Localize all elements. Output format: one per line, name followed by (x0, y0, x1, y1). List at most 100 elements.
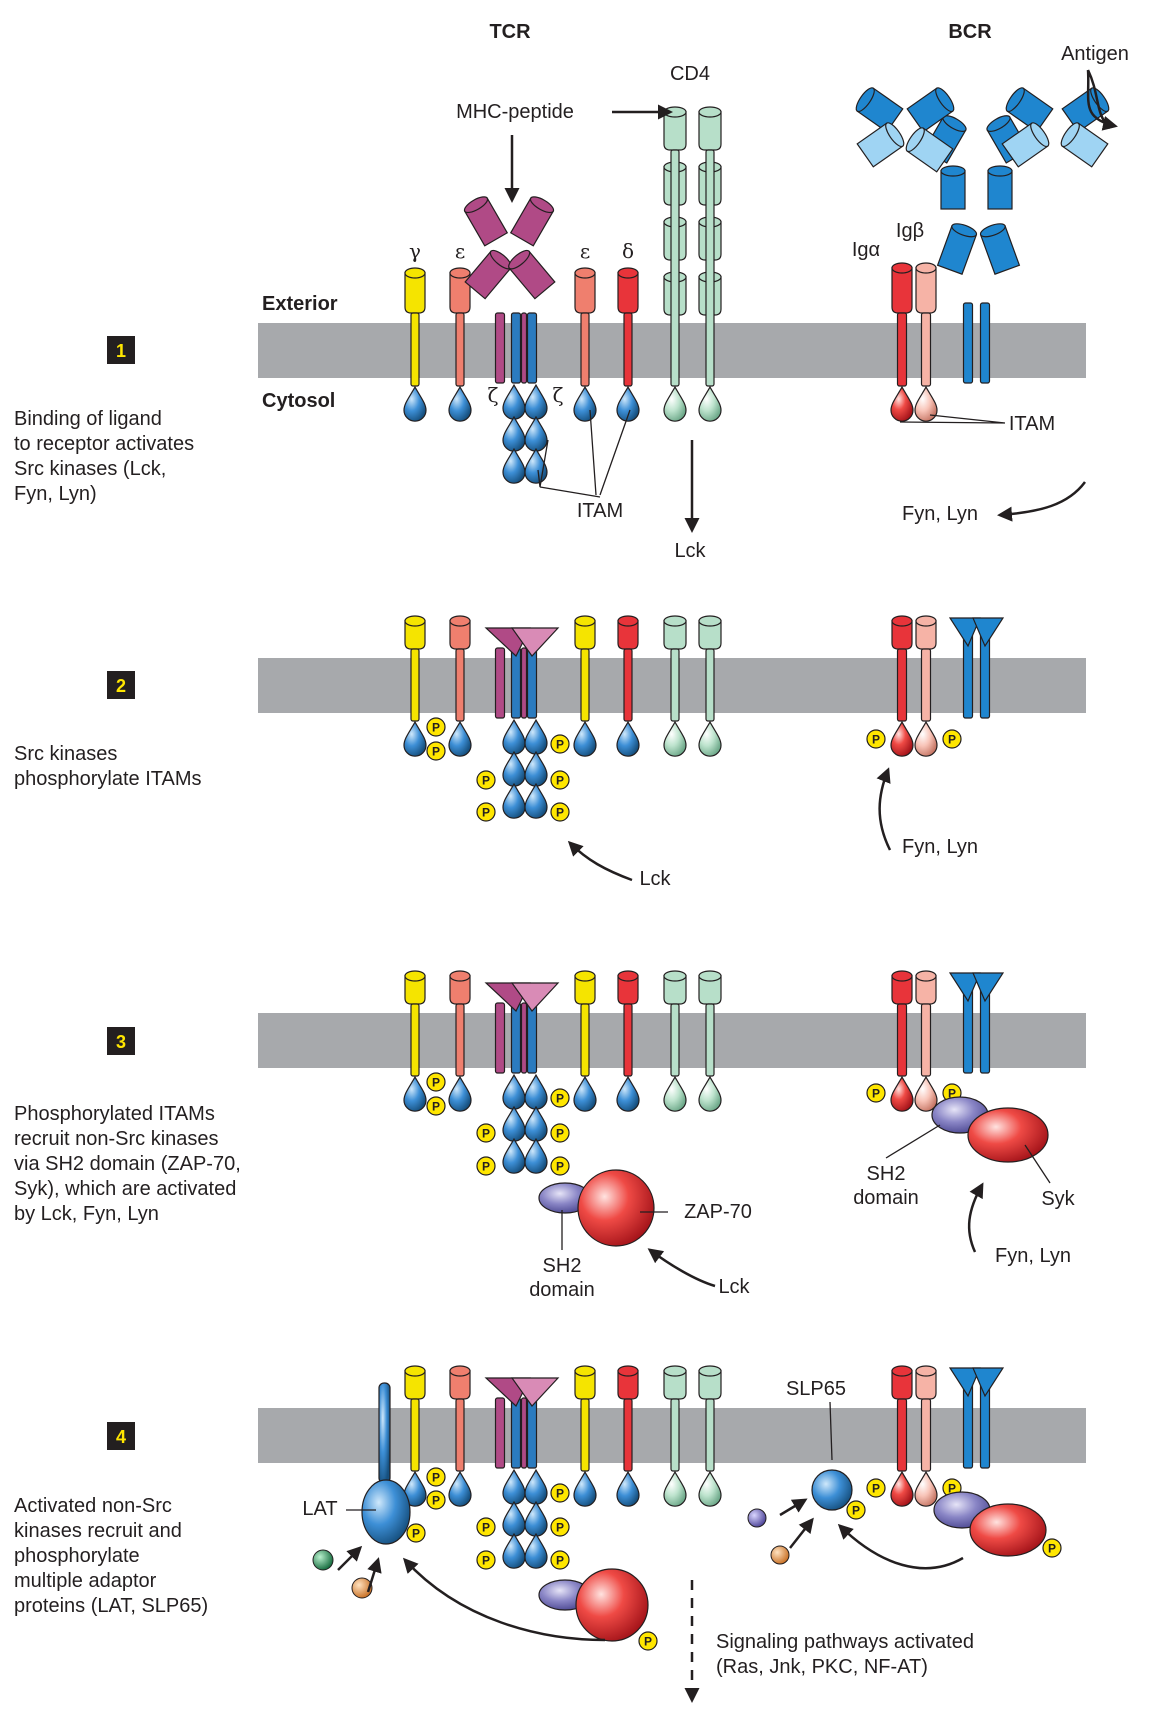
cd4-domain-top (663, 1365, 687, 1377)
step-4-description-line: Activated non-Src (14, 1495, 172, 1517)
bcr-header: BCR (948, 21, 992, 43)
phosphate-label: P (556, 1554, 564, 1568)
cd4-domain (663, 1370, 687, 1400)
epsilon-head (449, 620, 471, 650)
antibody-stub (948, 972, 981, 1003)
step-1-description-line: Src kinases (Lck, (14, 458, 166, 480)
antibody-constant-body (987, 170, 1013, 210)
ig-alpha-head-top (891, 262, 913, 274)
antibody-light-cap (885, 122, 905, 148)
antibody-variable-cap (935, 87, 955, 113)
zeta-itam (524, 782, 548, 819)
delta-head-top (617, 615, 639, 627)
tcr-alpha-tm (494, 312, 506, 384)
slp65-phosphate (846, 1500, 866, 1520)
cd4-domain-top (698, 1365, 722, 1377)
delta-itam (616, 1470, 640, 1507)
cd4-domain-top (698, 615, 722, 627)
step-2-description-line: phosphorylate ITAMs (14, 768, 202, 790)
epsilon-label-1: ε (455, 239, 465, 263)
epsilon-head (574, 1370, 596, 1400)
phosphate-label: P (432, 1471, 440, 1485)
phosphate-label: P (556, 738, 564, 752)
fyn-lyn-label-1: Fyn, Lyn (902, 503, 978, 525)
phosphate-label: P (432, 1494, 440, 1508)
epsilon-itam (573, 385, 597, 422)
gamma-itam (403, 720, 427, 757)
ig-alpha-tm (896, 1398, 908, 1472)
step-3-description-line: by Lck, Fyn, Lyn (14, 1203, 159, 1225)
cd4-domain (698, 975, 722, 1005)
step-number-box-1 (107, 336, 135, 364)
antigen-label: Antigen (1061, 43, 1129, 65)
zeta-tm (510, 1002, 522, 1074)
cd4-domain (698, 111, 722, 151)
zeta-itam (502, 447, 526, 484)
step-1-description-line: Fyn, Lyn) (14, 483, 97, 505)
delta-tm (623, 1398, 633, 1472)
zeta-itam (524, 1532, 548, 1569)
ig-beta-itam (914, 1075, 938, 1112)
itam-bcr-pointer (899, 414, 1006, 424)
gamma-tm (410, 648, 420, 722)
antibody-constant-cap (940, 165, 966, 177)
step-4-description-line: multiple adaptor (14, 1570, 157, 1592)
phosphate-label: P (948, 733, 956, 747)
phosphate-p4 (866, 1478, 886, 1498)
phosphate-label: P (852, 1504, 860, 1518)
zap70-label: ZAP-70 (684, 1201, 752, 1223)
itam-tcr-pointer (537, 409, 631, 498)
antibody-variable (906, 87, 955, 133)
zeta-itam (502, 383, 526, 420)
ig-beta-label: Igβ (896, 220, 924, 242)
fyn-lyn-label-3: Fyn, Lyn (995, 1245, 1071, 1267)
zeta-itam (502, 1073, 526, 1110)
phosphate-label: P (948, 1482, 956, 1496)
zap70-phosphate (638, 1631, 658, 1651)
ig-beta-tm (920, 648, 932, 722)
zeta-itam (502, 1500, 526, 1537)
cd4-domain (663, 620, 687, 650)
step-number-box-2 (107, 671, 135, 699)
phosphate-label: P (556, 1487, 564, 1501)
step-4-description-line: proteins (LAT, SLP65) (14, 1595, 208, 1617)
zeta-tm (510, 312, 522, 384)
epsilon-itam (448, 720, 472, 757)
phosphate-p4 (476, 1550, 496, 1570)
phosphate-p2 (550, 802, 570, 822)
phosphate-label: P (872, 733, 880, 747)
epsilon-head (574, 975, 596, 1005)
cd4-domain-top (663, 615, 687, 627)
phosphate-p3 (476, 1123, 496, 1143)
cd4-tm (670, 1003, 680, 1077)
step-3-description-line: Phosphorylated ITAMs (14, 1103, 215, 1125)
zeta-itam (502, 1137, 526, 1174)
syk-phosphate (1042, 1538, 1062, 1558)
zeta-tm (526, 647, 538, 719)
ig-alpha-head-top (891, 970, 913, 982)
syk-kinase (967, 1107, 1049, 1163)
syk-to-slp65-arrow (837, 1523, 964, 1570)
cd4-tm (705, 1003, 715, 1077)
step-4-description-line: phosphorylate (14, 1545, 140, 1567)
epsilon-itam (448, 385, 472, 422)
membranes (258, 323, 1086, 1463)
epsilon-tm (580, 312, 590, 387)
phosphate-label: P (432, 1100, 440, 1114)
cd4-domain (698, 620, 722, 650)
phosphate-label: P (948, 1087, 956, 1101)
lck-label-2: Lck (639, 868, 671, 890)
antibody-light (905, 127, 954, 173)
green-ball-arrow (337, 1545, 363, 1571)
zeta-itam (524, 750, 548, 787)
phosphate-label: P (482, 806, 490, 820)
ig-alpha-itam (890, 385, 914, 422)
heavy-chain-tm (962, 302, 974, 384)
cd4-domain-top (698, 970, 722, 982)
cd4-tail (698, 1470, 722, 1507)
phosphate-label: P (482, 774, 490, 788)
phosphate-p3 (426, 1096, 446, 1116)
phosphate-label: P (432, 721, 440, 735)
epsilon-itam (573, 720, 597, 757)
